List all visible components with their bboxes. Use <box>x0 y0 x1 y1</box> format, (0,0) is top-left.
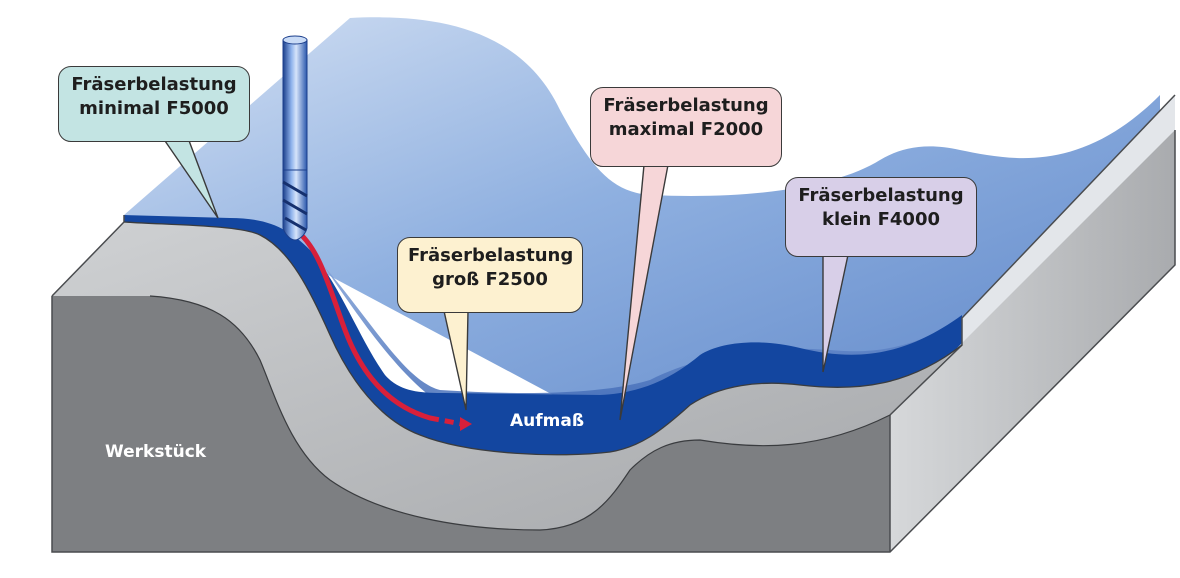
callout-maximal-line1: Fräserbelastung <box>603 95 769 116</box>
callout-klein-line1: Fräserbelastung <box>798 185 964 206</box>
stock-allowance <box>124 215 962 455</box>
toolpath-arrowhead <box>460 417 472 431</box>
workpiece-label: Werkstück <box>105 442 207 462</box>
callout-load-klein: Fräserbelastung klein F4000 <box>785 177 977 257</box>
toolpath-planned <box>429 415 463 427</box>
callout-minimal-line1: Fräserbelastung <box>71 74 237 95</box>
callout-minimal-line2: minimal F5000 <box>79 98 229 119</box>
workpiece-cut-surface <box>52 222 962 530</box>
callout-maximal-line2: maximal F2000 <box>608 119 764 140</box>
callout-load-minimal: Fräserbelastung minimal F5000 <box>58 66 250 142</box>
end-mill <box>282 35 308 241</box>
workpiece-top-right <box>962 95 1175 345</box>
workpiece-right-face <box>890 130 1175 552</box>
callout-load-gross: Fräserbelastung groß F2500 <box>397 237 583 313</box>
allowance-label: Aufmaß <box>510 411 585 431</box>
callout-gross-line1: Fräserbelastung <box>408 245 574 266</box>
toolpath <box>295 229 433 421</box>
callout-klein-line2: klein F4000 <box>822 209 940 230</box>
callout-load-maximal: Fräserbelastung maximal F2000 <box>590 87 782 167</box>
callout-gross-line2: groß F2500 <box>432 269 548 290</box>
